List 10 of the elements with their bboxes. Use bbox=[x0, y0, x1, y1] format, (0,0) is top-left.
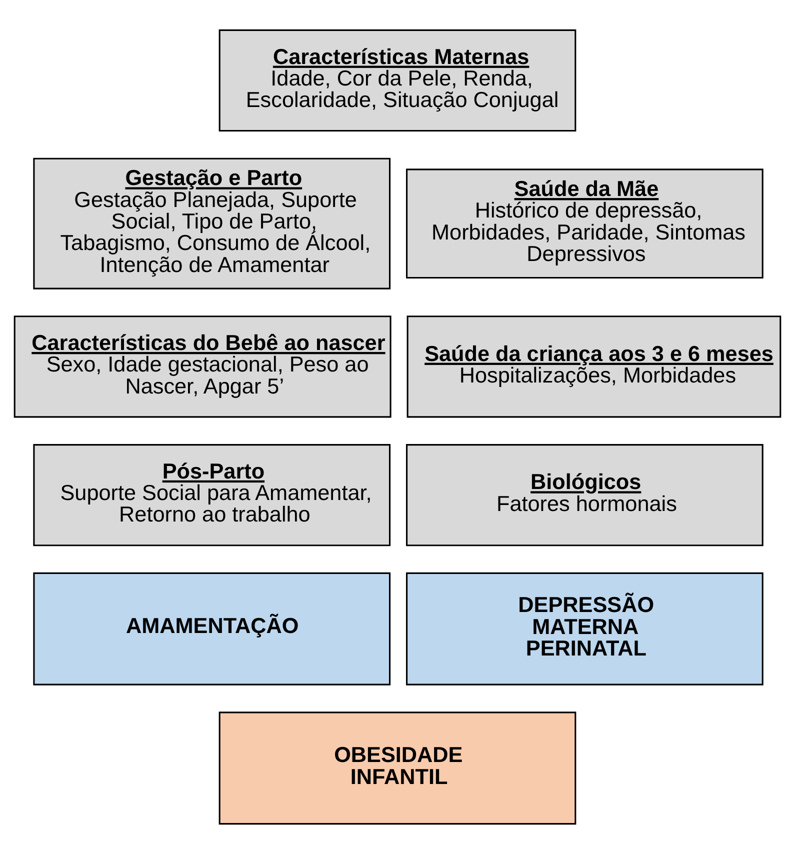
node-box: Biológicos Fatores hormonais bbox=[406, 444, 764, 546]
node-box: Características Maternas Idade, Cor da Pele, Renda, Escolaridade, Situação Conjugal bbox=[218, 28, 576, 132]
node-box: Pós-Parto Suporte Social para Amamentar, Retorno ao trabalho bbox=[33, 444, 391, 546]
node-box: Características do Bebê ao nascer Sexo, Idade gestacional, Peso ao Nascer, Apgar 5’ bbox=[14, 315, 392, 418]
node-box: Saúde da Mãe Histórico de depressão, Morbidades, Paridade, Sintomas Depressivos bbox=[406, 168, 764, 278]
node-box: DEPRESSÃO MATERNA PERINATAL bbox=[406, 572, 764, 685]
node-box: AMAMENTAÇÃO bbox=[33, 572, 391, 685]
node-box: OBESIDADE INFANTIL bbox=[218, 711, 576, 824]
node-box: Saúde da criança aos 3 e 6 meses Hospitalizações, Morbidades bbox=[406, 315, 782, 418]
node-box: Gestação e Parto Gestação Planejada, Suporte Social, Tipo de Parto, Tabagismo, Consumo de Álcool, Intenção de Amamentar bbox=[33, 157, 391, 289]
